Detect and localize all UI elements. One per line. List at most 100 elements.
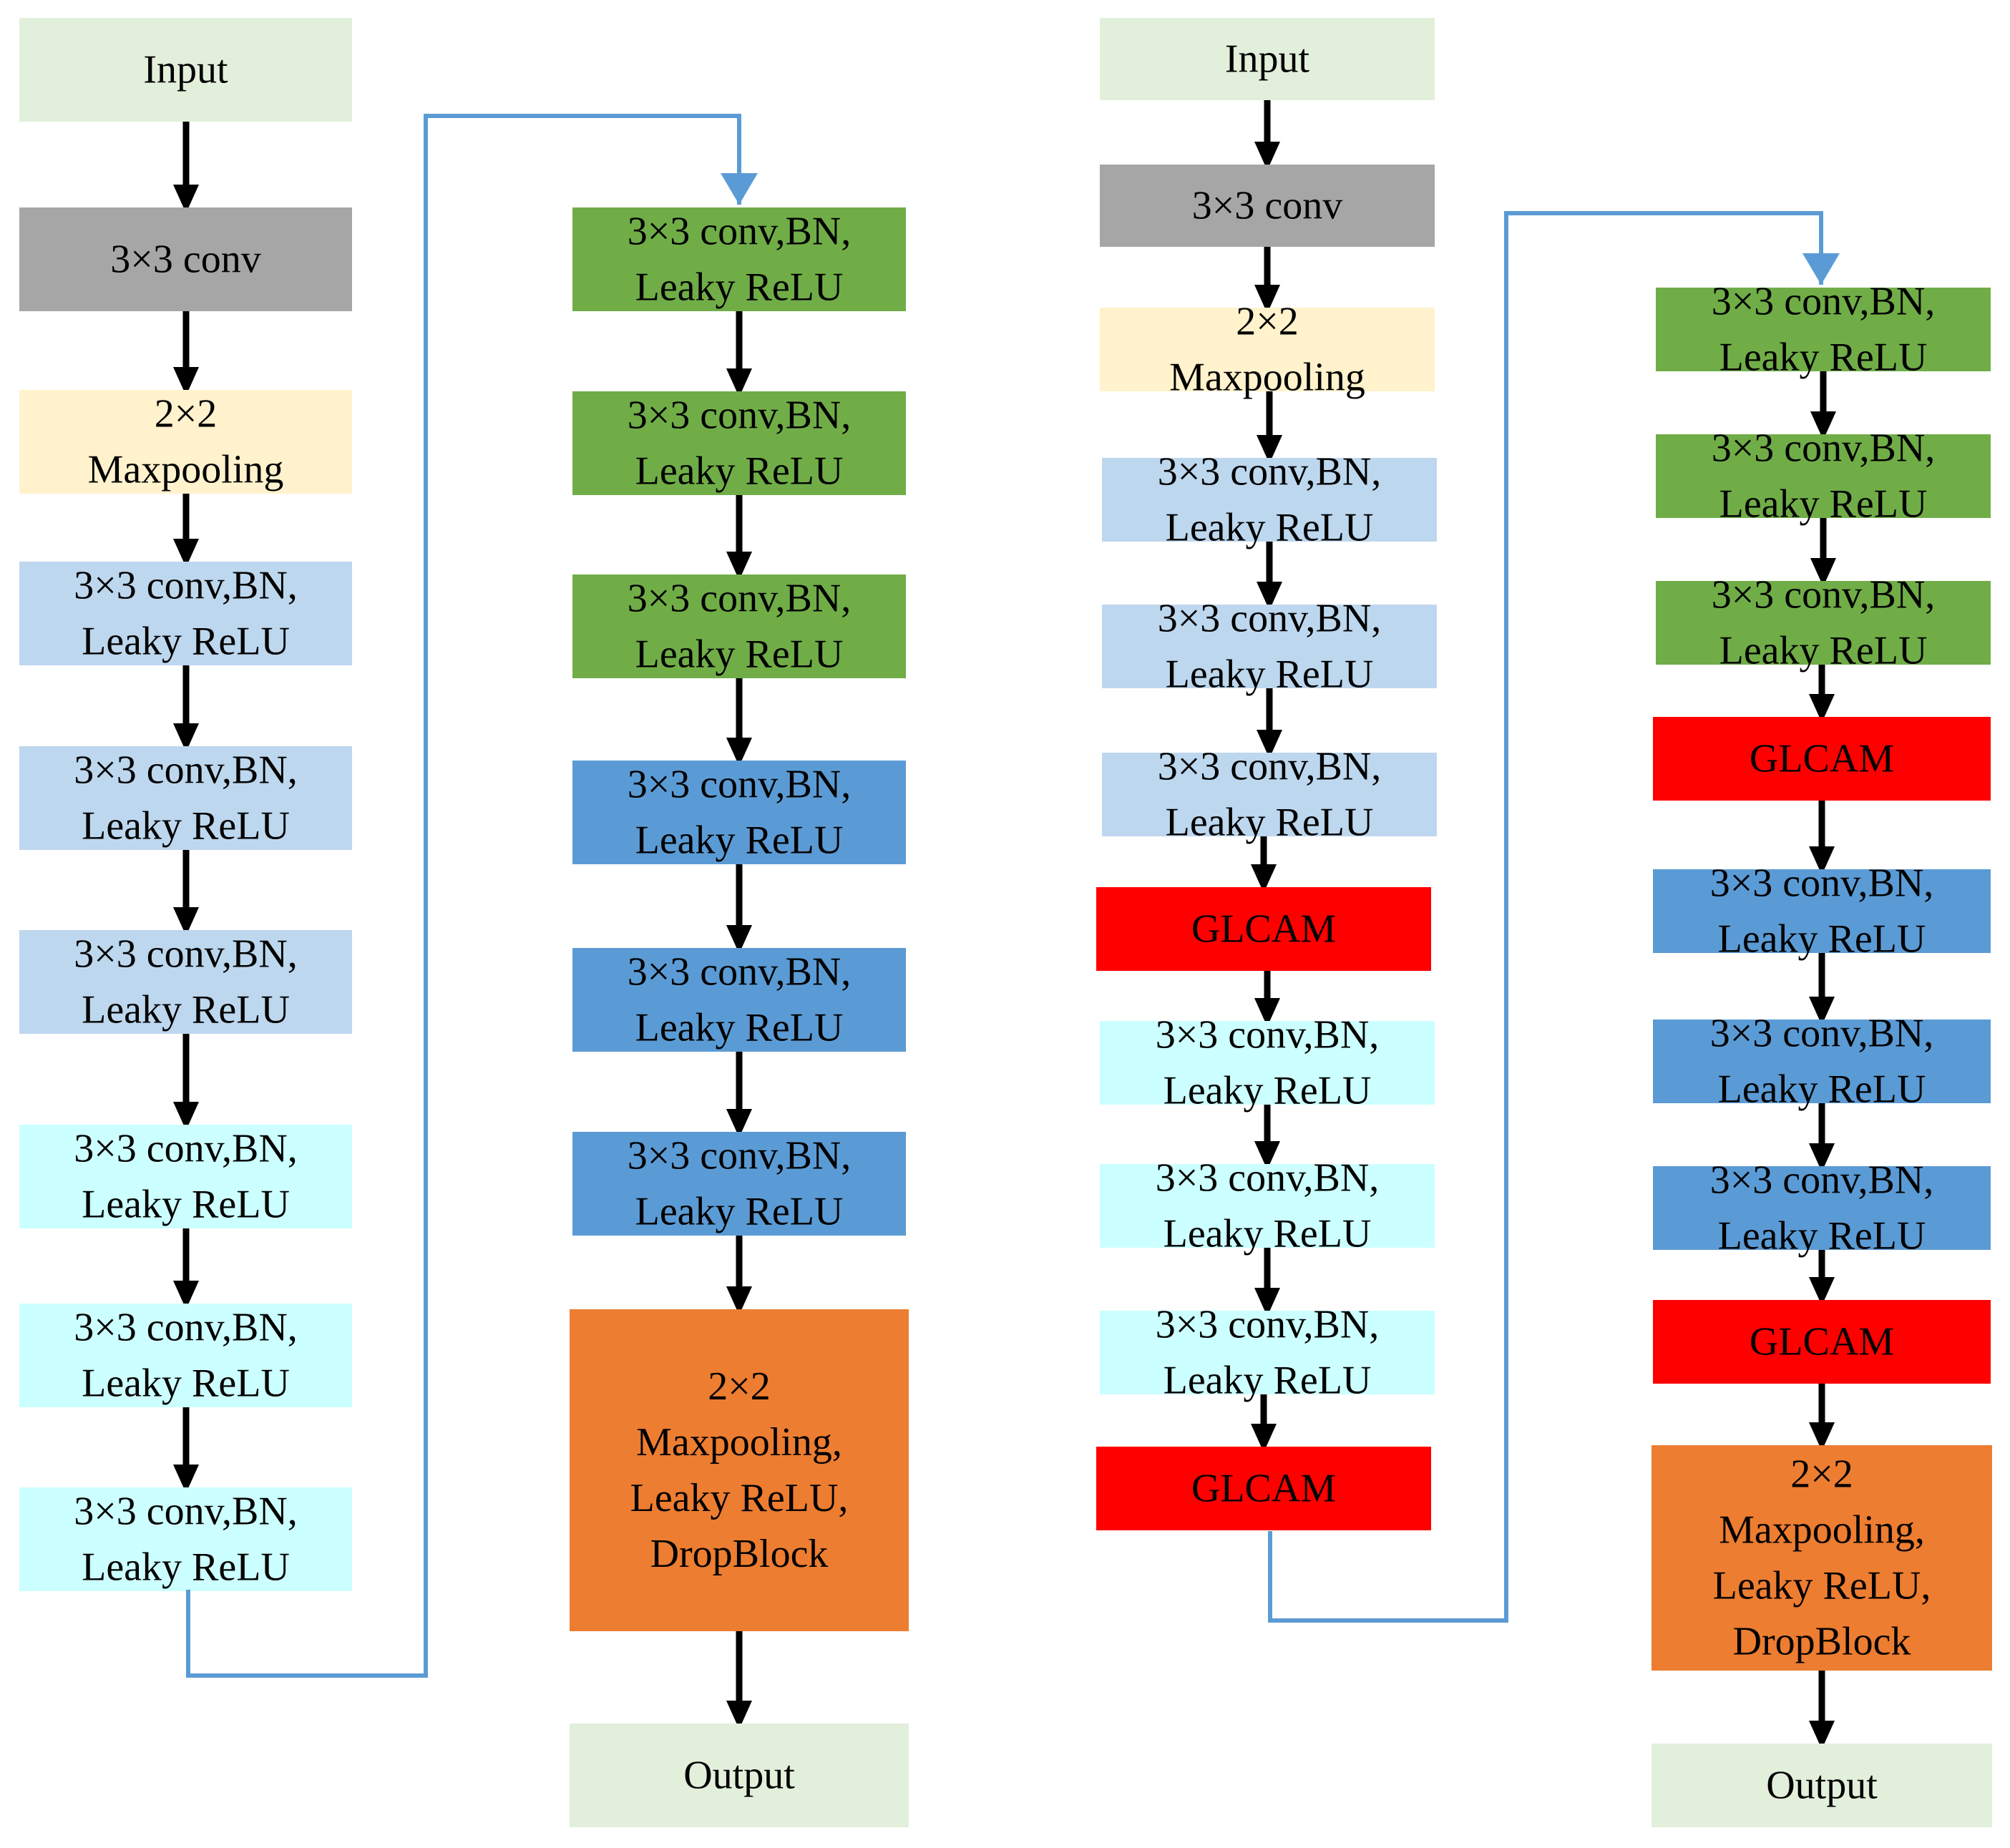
arrowhead-icon — [1810, 558, 1836, 587]
right_network-column1-arrow-1 — [1254, 94, 1280, 170]
block-label-line: Leaky ReLU — [1166, 506, 1374, 550]
block-label-line: Leaky ReLU — [635, 1006, 844, 1050]
block-rect — [1652, 1445, 1992, 1671]
right_network-column2-block-6: 3×3 conv,BN,Leaky ReLU — [1653, 1012, 1991, 1112]
right_network-column2-block-3: 3×3 conv,BN,Leaky ReLU — [1656, 573, 1991, 673]
left_network-column1-arrow-5 — [173, 844, 199, 936]
block-rect — [1656, 288, 1991, 371]
block-rect — [1096, 1447, 1431, 1530]
left_network-column1-arrow-7 — [173, 1223, 199, 1309]
block-rect — [1096, 887, 1431, 971]
left_network-column2-arrow-5 — [726, 1046, 752, 1138]
left_network-column1-block-7: 3×3 conv,BN,Leaky ReLU — [19, 1125, 352, 1228]
block-label-line: Leaky ReLU — [1163, 1212, 1372, 1256]
block-label-line: 2×2 — [1790, 1452, 1853, 1497]
block-label-line: GLCAM — [1191, 1467, 1336, 1511]
right_network-column1-arrow-5 — [1257, 683, 1282, 758]
block-label-line: Leaky ReLU — [82, 1183, 290, 1227]
block-label-line: Leaky ReLU — [635, 818, 844, 863]
arrowhead-icon — [1809, 997, 1835, 1025]
arrowhead-icon — [726, 368, 752, 397]
block-rect — [1100, 308, 1435, 391]
arrowhead-icon — [1254, 1288, 1280, 1316]
block-rect — [19, 18, 352, 122]
arrowhead-icon — [173, 723, 199, 752]
left_network-column1-block-8: 3×3 conv,BN,Leaky ReLU — [19, 1304, 352, 1407]
arrowhead-icon — [173, 1281, 199, 1309]
block-rect — [572, 948, 906, 1052]
arrowhead-icon — [1257, 582, 1282, 610]
block-rect — [572, 391, 906, 495]
left_network-column2-arrow-2 — [726, 489, 752, 580]
block-label-line: DropBlock — [1733, 1620, 1911, 1664]
right_network-column1-block-10: 3×3 conv,BN,Leaky ReLU — [1100, 1303, 1435, 1403]
block-label-line: Leaky ReLU — [1163, 1359, 1372, 1403]
block-label-line: Leaky ReLU — [1718, 1214, 1926, 1258]
block-label-line: Leaky ReLU — [82, 1361, 290, 1406]
arrowhead-icon — [173, 367, 199, 396]
block-rect — [1100, 18, 1435, 100]
arrowhead-icon — [1254, 142, 1280, 170]
block-rect — [1102, 458, 1437, 542]
block-label-line: 3×3 conv,BN, — [628, 210, 852, 254]
right_network-column1-arrow-7 — [1254, 965, 1280, 1027]
right_network-column1-block-6: 3×3 conv,BN,Leaky ReLU — [1102, 745, 1437, 845]
block-rect — [1653, 1020, 1991, 1103]
left_network-column2-block-6: 3×3 conv,BN,Leaky ReLU — [572, 1132, 906, 1236]
left-network-connector — [186, 114, 758, 1678]
arrowhead-icon — [1809, 1721, 1835, 1749]
right_network-column2-arrow-9 — [1809, 1665, 1835, 1749]
right_network-column2-arrow-2 — [1810, 512, 1836, 587]
arrowhead-icon — [173, 1102, 199, 1130]
edges-layer — [173, 94, 1836, 1749]
block-label-line: Maxpooling — [88, 448, 284, 492]
block-label-line: Input — [143, 48, 228, 92]
block-label-line: 3×3 conv,BN, — [628, 577, 852, 621]
right_network-column2-block-10: Output — [1652, 1744, 1992, 1827]
arrowhead-icon — [1251, 864, 1277, 893]
left_network-column1-arrow-8 — [173, 1402, 199, 1493]
left_network-column1-block-6: 3×3 conv,BN,Leaky ReLU — [19, 930, 352, 1034]
block-rect — [572, 761, 906, 864]
block-label-line: 3×3 conv,BN, — [628, 393, 852, 438]
right_network-column2-arrow-6 — [1809, 1097, 1835, 1172]
block-label-line: 3×3 conv,BN, — [1710, 1158, 1934, 1203]
right_network-column2-arrow-3 — [1809, 659, 1835, 723]
block-label-line: 3×3 conv,BN, — [74, 932, 298, 977]
block-label-line: 3×3 conv — [1192, 184, 1342, 228]
block-label-line: Input — [1225, 37, 1310, 82]
block-label-line: 3×3 conv,BN, — [1712, 573, 1936, 617]
arrowhead-icon — [1254, 285, 1280, 313]
left_network-column2-block-3: 3×3 conv,BN,Leaky ReLU — [572, 575, 906, 678]
left_network-column1-arrow-3 — [173, 488, 199, 567]
block-label-line: Maxpooling — [1169, 356, 1365, 400]
block-label-line: 3×3 conv,BN, — [74, 1490, 298, 1534]
block-rect — [1656, 581, 1991, 665]
block-label-line: Output — [1766, 1764, 1878, 1808]
left_network-column2-block-4: 3×3 conv,BN,Leaky ReLU — [572, 761, 906, 864]
left_network-column1-block-9: 3×3 conv,BN,Leaky ReLU — [19, 1487, 352, 1591]
left_network-column2-arrow-7 — [726, 1625, 752, 1729]
block-rect — [19, 1487, 352, 1591]
block-rect — [1102, 753, 1437, 836]
arrowhead-icon — [1809, 846, 1835, 875]
arrowhead-icon — [726, 1701, 752, 1729]
block-label-line: Leaky ReLU, — [630, 1476, 849, 1520]
arrowhead-icon — [726, 1286, 752, 1315]
right_network-column1-block-8: 3×3 conv,BN,Leaky ReLU — [1100, 1013, 1435, 1113]
left_network-column1-arrow-6 — [173, 1028, 199, 1130]
block-rect — [1100, 165, 1435, 247]
right_network-column2-block-7: 3×3 conv,BN, Leaky ReLU — [1653, 1158, 1991, 1258]
arrowhead-icon — [726, 738, 752, 766]
right_network-column1-block-11: GLCAM — [1096, 1447, 1431, 1530]
left_network-column2-block-8: Output — [570, 1724, 909, 1827]
arrowhead-icon — [1809, 1277, 1835, 1306]
right_network-column1-block-1: Input — [1100, 18, 1435, 100]
block-rect — [1100, 1311, 1435, 1394]
block-label-line: 3×3 conv,BN, — [1712, 426, 1936, 471]
arrowhead-icon — [173, 907, 199, 936]
connectors-layer — [186, 114, 1840, 1678]
right_network-column2-arrow-5 — [1809, 947, 1835, 1025]
